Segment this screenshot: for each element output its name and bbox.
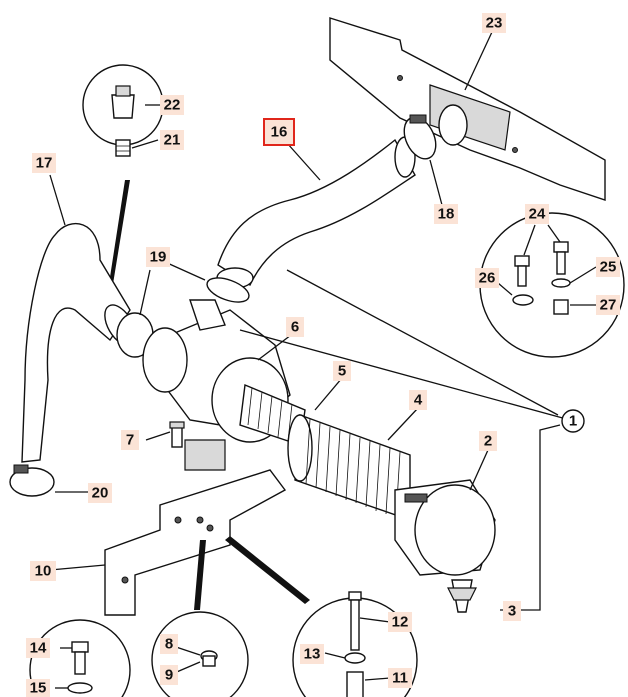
svg-text:8: 8 [165, 636, 173, 653]
callout-10: 10 [30, 561, 56, 581]
svg-text:15: 15 [30, 680, 47, 697]
svg-text:20: 20 [92, 485, 109, 502]
callout-24: 24 [525, 204, 549, 224]
callout-15: 15 [26, 679, 50, 697]
svg-text:21: 21 [164, 132, 181, 149]
callout-27: 27 [596, 295, 620, 315]
zoom-circle-11-13 [292, 591, 418, 697]
svg-text:27: 27 [600, 297, 617, 314]
svg-text:19: 19 [150, 249, 167, 266]
svg-text:24: 24 [529, 206, 546, 223]
svg-text:2: 2 [484, 433, 492, 450]
part-21-fitting [115, 139, 131, 157]
part-23-bracket [329, 17, 606, 201]
part-2-end-cap [394, 479, 496, 576]
svg-text:1: 1 [569, 413, 577, 430]
part-4-filter-element [287, 414, 411, 521]
zoom-pointer-8-9 [194, 540, 206, 610]
part-7-bolt [169, 421, 185, 448]
callout-6: 6 [286, 317, 304, 337]
svg-text:12: 12 [392, 614, 409, 631]
svg-text:26: 26 [479, 270, 496, 287]
callout-5: 5 [333, 361, 351, 381]
callout-1-circled: 1 [561, 409, 585, 433]
svg-text:11: 11 [392, 670, 408, 687]
callout-21: 21 [160, 130, 184, 150]
svg-text:9: 9 [165, 667, 173, 684]
svg-text:16: 16 [271, 124, 288, 141]
svg-text:4: 4 [414, 392, 423, 409]
svg-text:5: 5 [338, 363, 346, 380]
svg-text:3: 3 [508, 603, 516, 620]
part-6-filter-housing [142, 299, 291, 471]
callout-22: 22 [160, 95, 184, 115]
callout-20: 20 [88, 483, 112, 503]
svg-text:14: 14 [30, 640, 47, 657]
svg-text:6: 6 [291, 319, 299, 336]
svg-text:7: 7 [126, 432, 134, 449]
svg-text:23: 23 [486, 15, 503, 32]
part-22-sensor [82, 64, 164, 146]
svg-text:13: 13 [304, 646, 321, 663]
zoom-pointer-11-13 [225, 536, 310, 604]
zoom-circle-fasteners [479, 212, 625, 358]
callout-8: 8 [160, 634, 178, 654]
svg-text:18: 18 [438, 206, 455, 223]
callout-18: 18 [434, 204, 458, 224]
svg-text:17: 17 [36, 155, 53, 172]
callout-4: 4 [409, 390, 427, 410]
svg-text:22: 22 [164, 97, 181, 114]
part-10-mounting-plate [104, 469, 287, 616]
callout-16-highlighted: 16 [263, 118, 295, 146]
part-18-hose-clamp [403, 114, 437, 160]
callout-19: 19 [146, 247, 170, 267]
callout-2: 2 [479, 431, 497, 451]
callout-12: 12 [388, 612, 412, 632]
svg-text:25: 25 [600, 259, 617, 276]
group-1-bracket [239, 269, 571, 421]
part-20-clamp [9, 464, 55, 497]
part-3-valve [447, 579, 477, 613]
svg-text:10: 10 [35, 563, 52, 580]
callout-14: 14 [26, 638, 50, 658]
callout-3: 3 [503, 601, 521, 621]
callout-11: 11 [388, 668, 412, 688]
leader-lines [49, 31, 597, 689]
callout-25: 25 [596, 257, 620, 277]
callout-13: 13 [300, 644, 324, 664]
callout-9: 9 [160, 665, 178, 685]
callout-7: 7 [121, 430, 139, 450]
callout-17: 17 [32, 153, 56, 173]
callout-23: 23 [482, 13, 506, 33]
sensor-pointer [108, 180, 130, 290]
part-16-intake-hose [216, 136, 416, 289]
callout-26: 26 [475, 268, 499, 288]
